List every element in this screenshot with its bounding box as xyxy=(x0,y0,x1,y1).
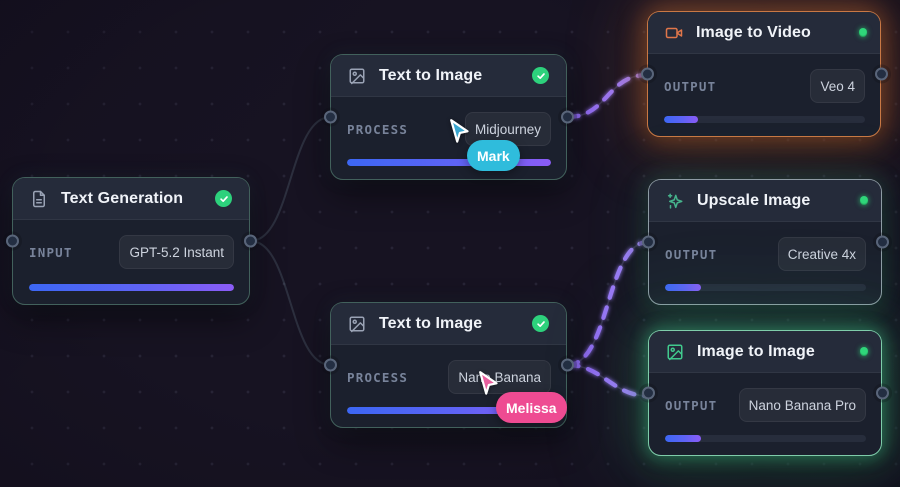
connection-textgen-to-texttoimage1[interactable] xyxy=(250,116,331,242)
connection-textgen-to-texttoimage2[interactable] xyxy=(250,240,331,366)
node-title: Upscale Image xyxy=(697,191,811,209)
field-label: OUTPUT xyxy=(665,397,718,413)
field-row: PROCESS Midjourney xyxy=(347,112,551,146)
document-icon xyxy=(30,190,48,208)
video-icon xyxy=(665,24,683,42)
field-row: OUTPUT Veo 4 xyxy=(664,69,865,103)
progress-bar xyxy=(347,159,551,166)
node-body: OUTPUT Nano Banana Pro xyxy=(649,373,881,455)
node-image-to-video[interactable]: Image to Video OUTPUT Veo 4 xyxy=(640,11,888,137)
node-title: Image to Video xyxy=(696,23,811,41)
output-port[interactable] xyxy=(875,386,889,400)
field-label: OUTPUT xyxy=(664,78,717,94)
node-title: Image to Image xyxy=(697,342,815,360)
progress-fill xyxy=(29,284,234,291)
input-port[interactable] xyxy=(323,110,337,124)
node-image-to-image-header[interactable]: Image to Image xyxy=(649,331,881,373)
cursor-arrow-icon xyxy=(450,119,469,143)
progress-bar xyxy=(29,284,234,291)
output-port[interactable] xyxy=(874,67,888,81)
input-port[interactable] xyxy=(641,235,655,249)
connection-texttoimage2-to-imagetoimage[interactable] xyxy=(565,362,651,399)
node-title: Text Generation xyxy=(61,189,184,207)
cursor-arrow-icon xyxy=(479,371,498,395)
field-row: PROCESS Nano Banana xyxy=(347,360,551,394)
node-body: PROCESS Midjourney xyxy=(331,97,566,179)
field-row: OUTPUT Nano Banana Pro xyxy=(665,388,866,422)
node-title: Text to Image xyxy=(379,314,483,332)
node-body: OUTPUT Creative 4x xyxy=(649,222,881,304)
model-select[interactable]: Nano Banana Pro xyxy=(738,388,866,422)
active-status-dot xyxy=(859,347,868,356)
model-select[interactable]: Creative 4x xyxy=(777,237,866,271)
progress-bar xyxy=(665,435,866,442)
check-complete-icon xyxy=(532,67,549,84)
node-text-generation-header[interactable]: Text Generation xyxy=(13,178,249,220)
node-upscale-image-header[interactable]: Upscale Image xyxy=(649,180,881,222)
check-complete-icon xyxy=(215,190,232,207)
field-label: INPUT xyxy=(29,244,73,260)
node-image-to-image[interactable]: Image to Image OUTPUT Nano Banana Pro xyxy=(641,330,889,456)
output-port[interactable] xyxy=(875,235,889,249)
cursor-name-badge: Mark xyxy=(467,140,520,171)
progress-fill xyxy=(665,435,702,442)
output-port[interactable] xyxy=(243,234,257,248)
node-text-to-image-2-header[interactable]: Text to Image xyxy=(331,303,566,345)
model-select[interactable]: Veo 4 xyxy=(810,69,865,103)
field-label: OUTPUT xyxy=(665,246,718,262)
model-select[interactable]: GPT-5.2 Instant xyxy=(119,235,234,269)
progress-bar xyxy=(664,116,865,123)
field-label: PROCESS xyxy=(347,121,409,137)
sparkles-icon xyxy=(666,192,684,210)
output-port[interactable] xyxy=(560,358,574,372)
progress-fill xyxy=(665,284,702,291)
field-row: INPUT GPT-5.2 Instant xyxy=(29,235,234,269)
cursor-name-badge: Melissa xyxy=(496,392,567,423)
field-label: PROCESS xyxy=(347,369,409,385)
image-icon xyxy=(348,67,366,85)
progress-fill xyxy=(347,159,551,166)
connection-texttoimage2-to-upscale[interactable] xyxy=(565,239,651,368)
input-port[interactable] xyxy=(5,234,19,248)
node-upscale-image[interactable]: Upscale Image OUTPUT Creative 4x xyxy=(641,179,889,305)
check-complete-icon xyxy=(532,315,549,332)
active-status-dot xyxy=(858,28,867,37)
active-status-dot xyxy=(859,196,868,205)
node-body: OUTPUT Veo 4 xyxy=(648,54,880,136)
node-title: Text to Image xyxy=(379,66,483,84)
output-port[interactable] xyxy=(560,110,574,124)
input-port[interactable] xyxy=(323,358,337,372)
node-text-to-image-1-header[interactable]: Text to Image xyxy=(331,55,566,97)
input-port[interactable] xyxy=(640,67,654,81)
image-icon xyxy=(666,343,684,361)
input-port[interactable] xyxy=(641,386,655,400)
progress-fill xyxy=(664,116,699,123)
node-text-generation[interactable]: Text Generation INPUT GPT-5.2 Instant xyxy=(5,177,257,305)
node-body: INPUT GPT-5.2 Instant xyxy=(13,220,249,304)
progress-bar xyxy=(665,284,866,291)
image-icon xyxy=(348,315,366,333)
connection-texttoimage1-to-imagetovideo[interactable] xyxy=(565,72,650,120)
node-text-to-image-1[interactable]: Text to Image PROCESS Midjourney xyxy=(323,54,574,180)
node-image-to-video-header[interactable]: Image to Video xyxy=(648,12,880,54)
field-row: OUTPUT Creative 4x xyxy=(665,237,866,271)
